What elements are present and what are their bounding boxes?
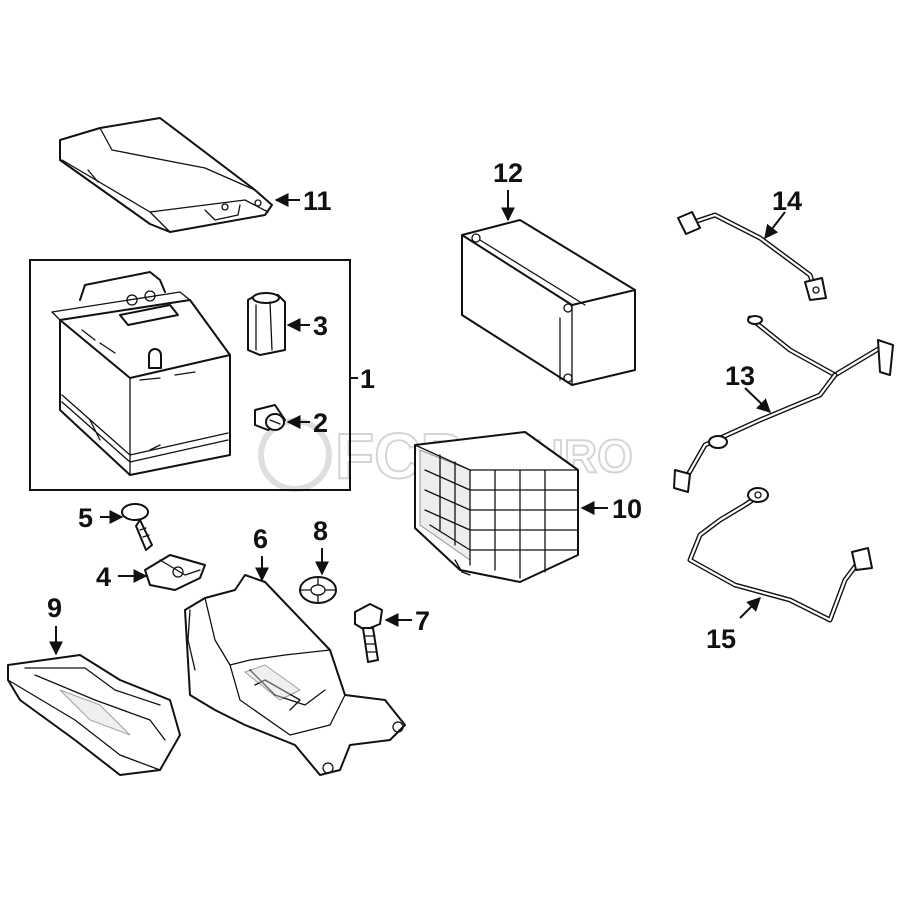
battery-group-frame: [29, 259, 351, 491]
callout-10: 10: [580, 494, 642, 524]
callout-5-label: 5: [78, 503, 93, 533]
callout-6-label: 6: [253, 524, 268, 554]
callout-12: 12: [493, 158, 523, 222]
part-1-battery[interactable]: [51, 271, 231, 476]
part-14-cable[interactable]: [677, 211, 827, 301]
part-15-ground-strap[interactable]: [687, 487, 873, 623]
part-9-lower-trim[interactable]: [7, 654, 181, 776]
part-13-wiring-harness[interactable]: [673, 315, 894, 493]
callout-6: 6: [253, 524, 269, 582]
callout-2: 2: [286, 408, 328, 438]
callout-12-label: 12: [493, 158, 523, 188]
part-6-battery-tray[interactable]: [184, 574, 406, 776]
part-11-battery-cover[interactable]: [59, 117, 273, 233]
callout-13-label: 13: [725, 361, 755, 391]
callout-14: 14: [764, 186, 802, 240]
callout-11-label: 11: [303, 186, 332, 216]
callout-9-label: 9: [47, 593, 62, 623]
part-10-insulation-sleeve[interactable]: [414, 431, 579, 583]
part-8-grommet[interactable]: [299, 576, 337, 604]
part-5-bolt[interactable]: [121, 503, 153, 551]
callout-1-label: 1: [360, 364, 375, 394]
callout-3: 3: [286, 311, 328, 341]
callout-9: 9: [47, 593, 63, 656]
callout-1: 1: [350, 364, 375, 394]
callout-8: 8: [313, 516, 329, 576]
callout-7: 7: [384, 606, 430, 636]
callout-4: 4: [96, 562, 148, 592]
callout-2-label: 2: [313, 408, 328, 438]
callout-11: 11: [274, 186, 332, 216]
part-12-battery-cell[interactable]: [461, 219, 636, 386]
callout-7-label: 7: [415, 606, 430, 636]
part-3-terminal-cap[interactable]: [247, 292, 286, 356]
callout-10-label: 10: [612, 494, 642, 524]
callout-3-label: 3: [313, 311, 328, 341]
callout-5: 5: [78, 503, 124, 533]
part-4-bracket[interactable]: [144, 554, 206, 591]
part-7-bolt[interactable]: [354, 603, 383, 663]
callout-14-label: 14: [772, 186, 802, 216]
callout-15: 15: [706, 597, 761, 654]
part-2-terminal-plug[interactable]: [254, 404, 286, 431]
callout-4-label: 4: [96, 562, 111, 592]
callout-13: 13: [725, 361, 772, 413]
callout-8-label: 8: [313, 516, 328, 546]
callout-15-label: 15: [706, 624, 736, 654]
